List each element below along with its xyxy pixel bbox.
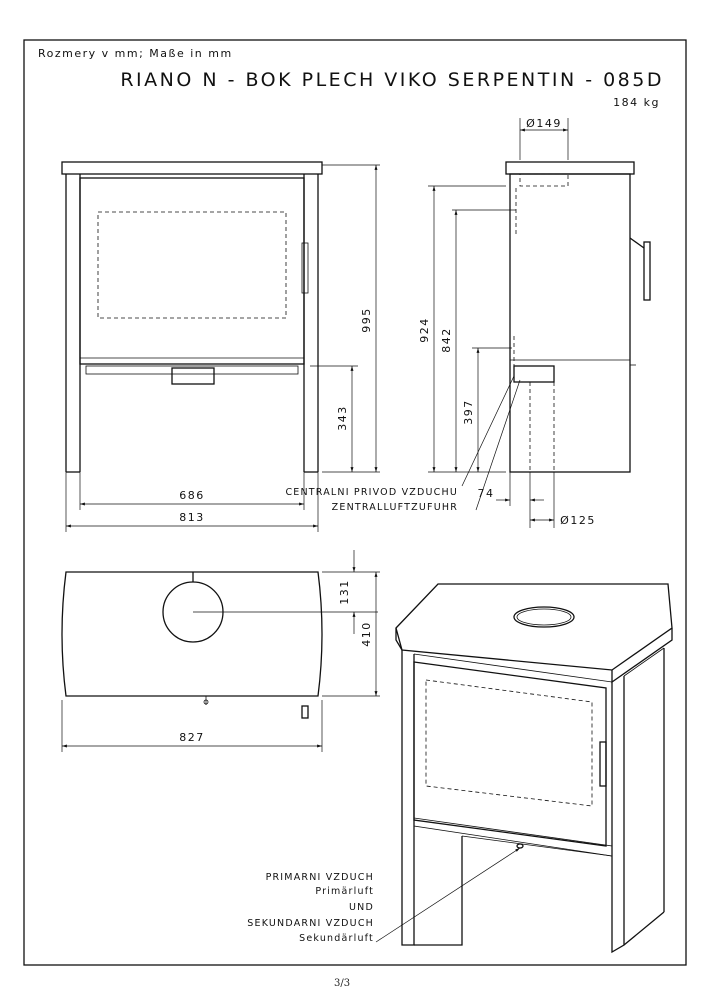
note-und: UND — [349, 902, 374, 913]
side-door-handle — [643, 241, 651, 301]
weight-label: 184 kg — [613, 96, 660, 109]
dim-top-flue-offset: 131 — [338, 579, 351, 605]
side-body — [509, 173, 631, 473]
air-slider — [171, 367, 215, 385]
note-central-air-cz: CENTRALNI PRIVOD VZDUCHU — [285, 487, 458, 498]
dim-top-depth: 410 — [360, 621, 373, 647]
front-glass — [97, 211, 287, 319]
iso-glass — [425, 679, 593, 807]
dim-front-inner-width: 686 — [179, 489, 205, 502]
page-number: 3/3 — [334, 978, 350, 989]
dim-side-height-total: 924 — [418, 317, 431, 343]
dim-air-diameter: Ø125 — [560, 514, 596, 527]
front-view: 995 343 686 813 — [61, 161, 380, 532]
dim-front-door-height: 343 — [336, 405, 349, 431]
dim-air-offset: 74 — [478, 487, 495, 500]
units-note: Rozmery v mm; Maße in mm — [38, 47, 233, 60]
door-handle — [301, 242, 309, 294]
side-top-plate — [505, 161, 635, 175]
iso-flue-opening — [513, 606, 575, 628]
note-secondary-de: Sekundärluft — [299, 933, 374, 944]
top-plate-outline — [61, 571, 323, 697]
side-air-inlet — [513, 365, 555, 383]
side-flue-hidden — [519, 173, 569, 187]
top-view: 131 410 827 — [61, 550, 380, 752]
note-primary-cz: PRIMARNI VZDUCH — [266, 872, 374, 883]
dim-flue-diameter: Ø149 — [526, 117, 562, 130]
note-central-air-de: ZENTRALLUFTZUFUHR — [332, 502, 458, 513]
top-handle — [301, 705, 309, 719]
drawing-title: RIANO N - BOK PLECH VIKO SERPENTIN - 085… — [120, 69, 664, 91]
dim-side-height-air: 397 — [462, 399, 475, 425]
note-secondary-cz: SEKUNDARNI VZDUCH — [247, 918, 374, 929]
dim-side-height-flue: 842 — [440, 327, 453, 353]
front-top-plate — [61, 161, 323, 175]
dim-top-width: 827 — [179, 731, 205, 744]
front-door — [79, 177, 305, 365]
side-view: Ø149 924 842 397 74 Ø125 — [418, 117, 651, 528]
ash-tray — [85, 365, 299, 375]
iso-door — [413, 661, 607, 847]
note-primary-de: Primärluft — [315, 886, 374, 897]
isometric-view — [395, 583, 673, 954]
dim-front-height: 995 — [360, 307, 373, 333]
drawing-frame — [23, 39, 687, 966]
dim-front-width: 813 — [179, 511, 205, 524]
iso-handle — [599, 741, 607, 787]
